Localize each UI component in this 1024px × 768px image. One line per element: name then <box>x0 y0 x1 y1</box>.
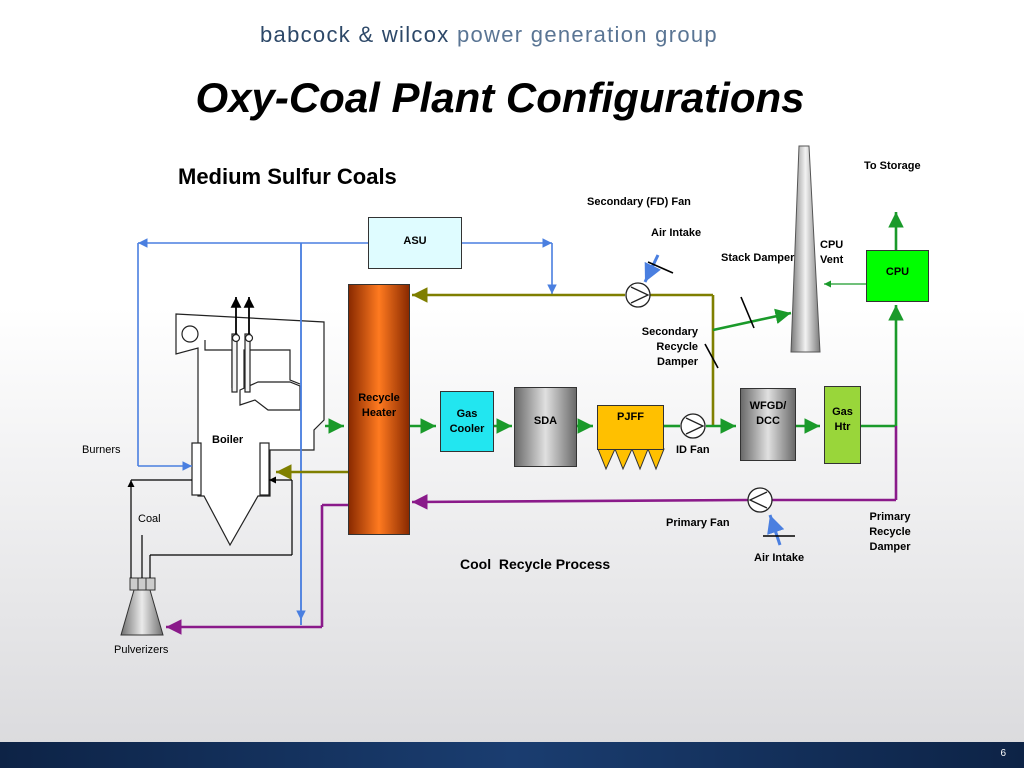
burners-label: Burners <box>82 444 121 456</box>
wfgd-dcc-unit: WFGD/ DCC <box>740 388 796 461</box>
primary-recycle-lines <box>166 426 898 635</box>
cpu-unit: CPU <box>866 250 929 302</box>
air-intake-bottom-label: Air Intake <box>754 552 805 564</box>
air-intake-top-label: Air Intake <box>651 227 702 239</box>
sda-unit: SDA <box>514 387 577 467</box>
secondary-recycle-damper-label: Secondary Recycle Damper <box>641 326 698 368</box>
boiler-label: Boiler <box>212 434 244 446</box>
id-fan-label: ID Fan <box>676 444 710 456</box>
brand-name: babcock & wilcox <box>260 22 450 47</box>
slide-subtitle: Medium Sulfur Coals <box>178 164 397 189</box>
boiler-shape <box>175 313 325 547</box>
process-name-label: Cool Recycle Process <box>460 556 611 572</box>
page-number: 6 <box>1000 748 1006 759</box>
asu-unit: ASU <box>368 217 462 269</box>
secondary-fan-label: Secondary (FD) Fan <box>587 196 691 208</box>
coal-feed-lines <box>127 476 293 578</box>
fans <box>625 282 773 513</box>
primary-recycle-damper-label: Primary Recycle Damper <box>869 511 911 553</box>
slide-title: Oxy-Coal Plant Configurations <box>195 74 805 121</box>
pulverizers-label: Pulverizers <box>114 644 169 656</box>
coal-label: Coal <box>138 513 161 525</box>
cpu-vent-label: CPU Vent <box>820 239 844 266</box>
pjff-unit: PJFF <box>597 405 664 450</box>
pjff-hoppers <box>597 448 665 471</box>
gas-cooler-unit: Gas Cooler <box>440 391 494 452</box>
dampers <box>647 261 795 537</box>
brand-header: babcock & wilcox power generation group <box>260 22 718 48</box>
recycle-heater-unit: Recycle Heater <box>348 284 410 535</box>
secondary-recycle-lines <box>276 287 715 480</box>
brand-division: power generation group <box>456 22 718 47</box>
gas-htr-unit: Gas Htr <box>824 386 861 464</box>
to-storage-label: To Storage <box>864 160 921 172</box>
primary-fan-label: Primary Fan <box>666 517 730 529</box>
stack-damper-label: Stack Damper <box>721 252 795 264</box>
footer-bar <box>0 742 1024 768</box>
stack-shape <box>790 145 821 353</box>
pulverizer-shape <box>120 577 164 636</box>
